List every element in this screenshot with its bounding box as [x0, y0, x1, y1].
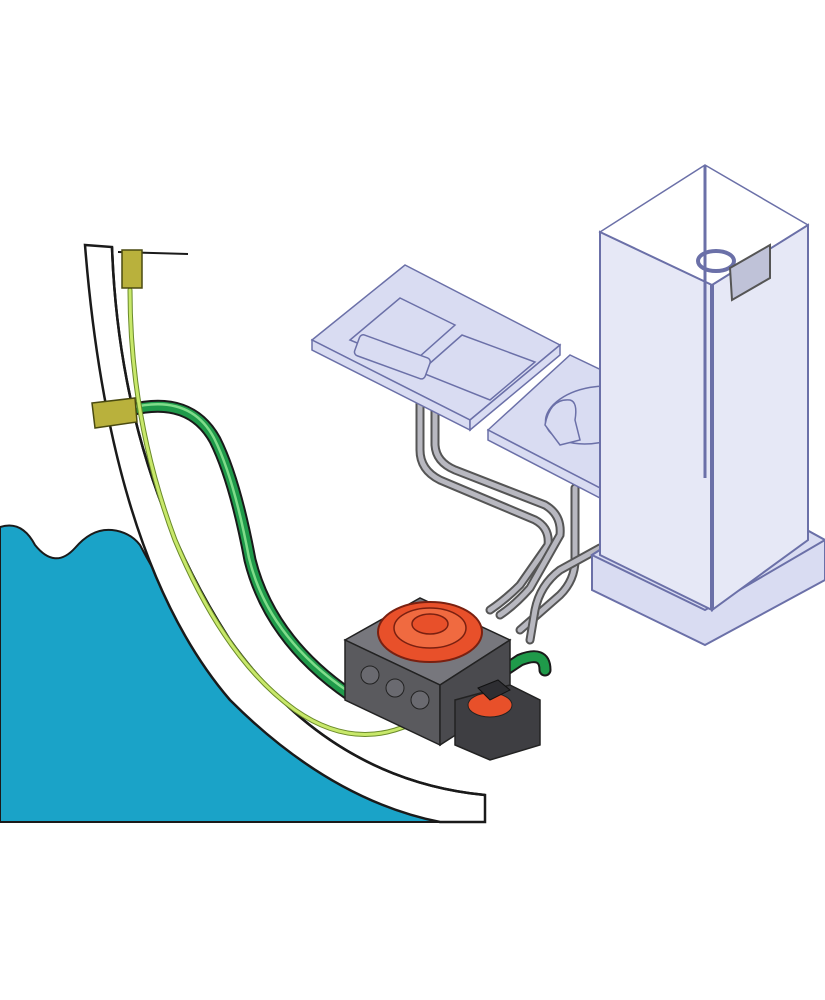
shower-glass-left: [599, 230, 713, 612]
pump-valve-top: [477, 679, 511, 701]
sink-drain-pipe-2-inner: [432, 389, 563, 618]
discharge-through-hull-fitting: [91, 397, 138, 429]
pump-port-3: [410, 690, 430, 710]
sink-countertop-edge-right: [469, 343, 561, 432]
filter-cap: [411, 613, 449, 635]
vent-hose: [127, 287, 428, 737]
pump-port-2: [385, 678, 405, 698]
sink-drainer-block: [353, 334, 431, 380]
vent-through-hull-fitting: [121, 249, 143, 289]
pump-strainer-filter: [377, 601, 483, 663]
washbasin-faucet: [544, 399, 581, 446]
double-galley-sink: [310, 264, 562, 432]
shower-drain-pipe-inner: [527, 545, 603, 643]
shower-soap-shelf: [728, 243, 771, 302]
shower-cabin: [589, 164, 825, 647]
sink-bowl-right: [418, 334, 537, 401]
sink-drain-pipe-1-inner: [417, 389, 551, 613]
shower-head-ring: [696, 249, 736, 273]
through-hull-fittings: [91, 249, 189, 429]
drain-pipes: [415, 387, 605, 645]
pump-port-1: [360, 665, 380, 685]
